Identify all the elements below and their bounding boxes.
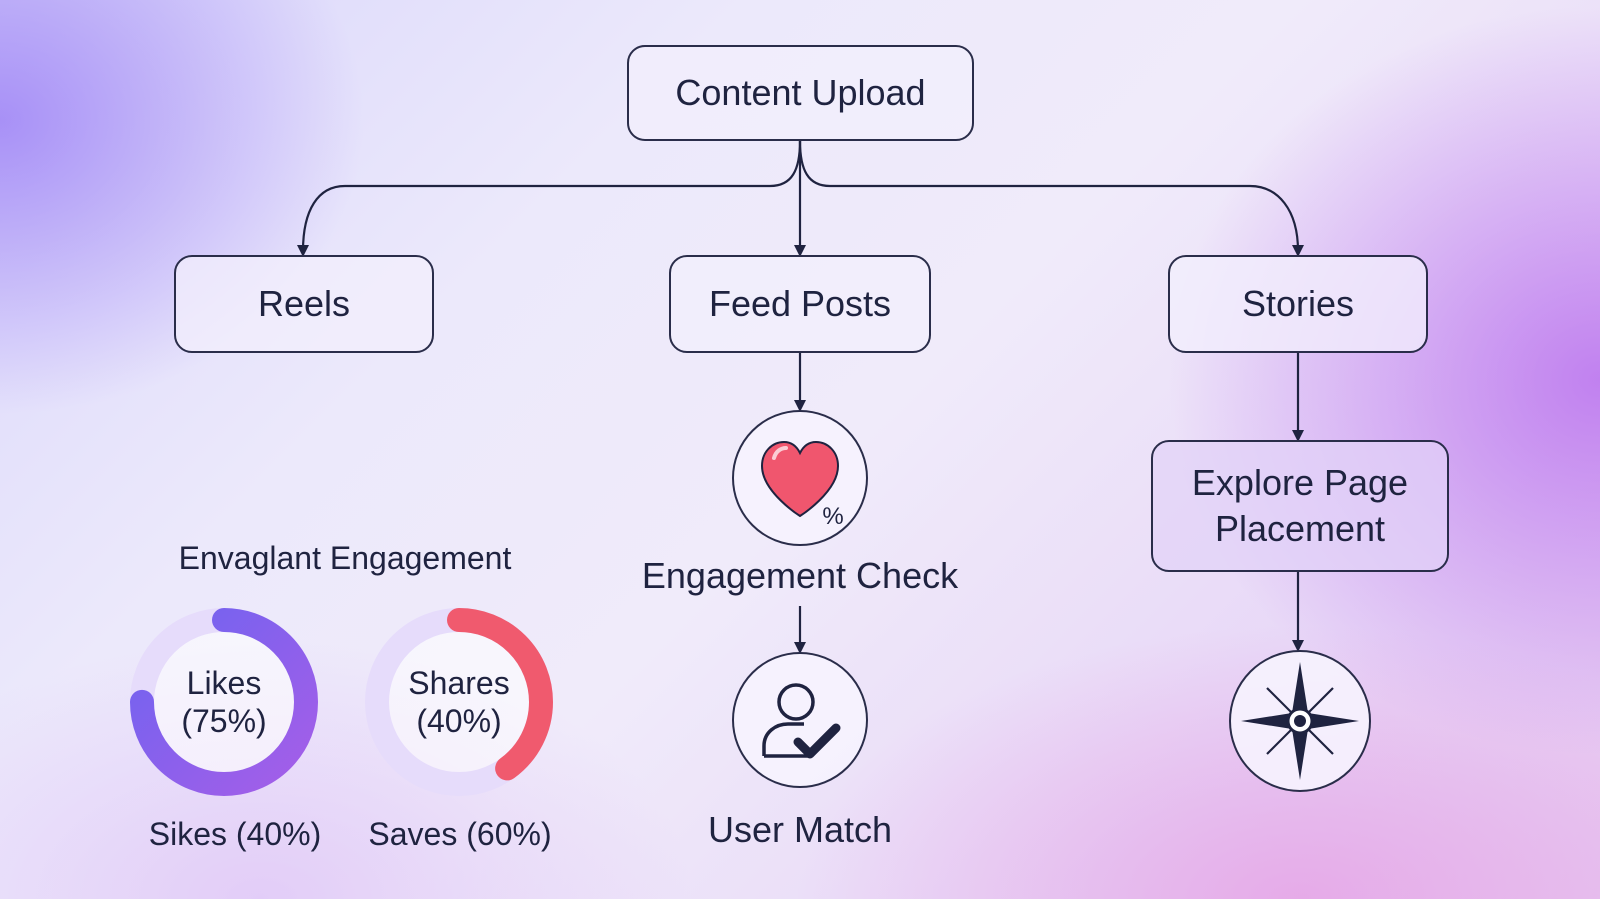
engagement-check-node: % — [732, 410, 868, 546]
explore-compass-node — [1229, 650, 1371, 792]
feed-posts-label: Feed Posts — [708, 283, 892, 324]
heart-percent-icon: % — [760, 440, 844, 528]
shares-value: (40%) — [416, 703, 502, 739]
stories-label: Stories — [1241, 283, 1355, 324]
shares-name: Shares — [408, 665, 510, 701]
explore-label-line2: Placement — [1214, 508, 1386, 549]
sikes-label: Sikes (40%) — [148, 816, 322, 852]
reels-node: Reels — [174, 255, 434, 353]
stories-node: Stories — [1168, 255, 1428, 353]
connector-upload-reels — [297, 140, 802, 257]
engagement-title: Envaglant Engagement — [178, 540, 512, 576]
heart-percent-sign: % — [822, 503, 843, 528]
likes-donut: Likes (75%) — [127, 605, 321, 799]
user-match-label: User Match — [707, 809, 893, 850]
connector-upload-stories — [798, 140, 1304, 257]
likes-value: (75%) — [181, 703, 267, 739]
feed-posts-node: Feed Posts — [669, 255, 931, 353]
engagement-check-label: Engagement Check — [641, 555, 959, 596]
explore-page-placement-node: Explore Page Placement — [1151, 440, 1449, 572]
likes-donut-arc — [130, 608, 318, 796]
user-match-node — [732, 652, 868, 788]
shares-donut: Shares (40%) — [362, 605, 556, 799]
saves-label: Saves (60%) — [368, 816, 552, 852]
content-upload-label: Content Upload — [675, 72, 926, 113]
content-upload-node: Content Upload — [627, 45, 974, 141]
explore-label-line1: Explore Page — [1191, 462, 1409, 503]
compass-icon — [1241, 662, 1359, 780]
shares-donut-arc — [365, 608, 553, 796]
reels-label: Reels — [257, 283, 351, 324]
likes-name: Likes — [186, 665, 262, 701]
user-check-icon — [762, 683, 841, 759]
